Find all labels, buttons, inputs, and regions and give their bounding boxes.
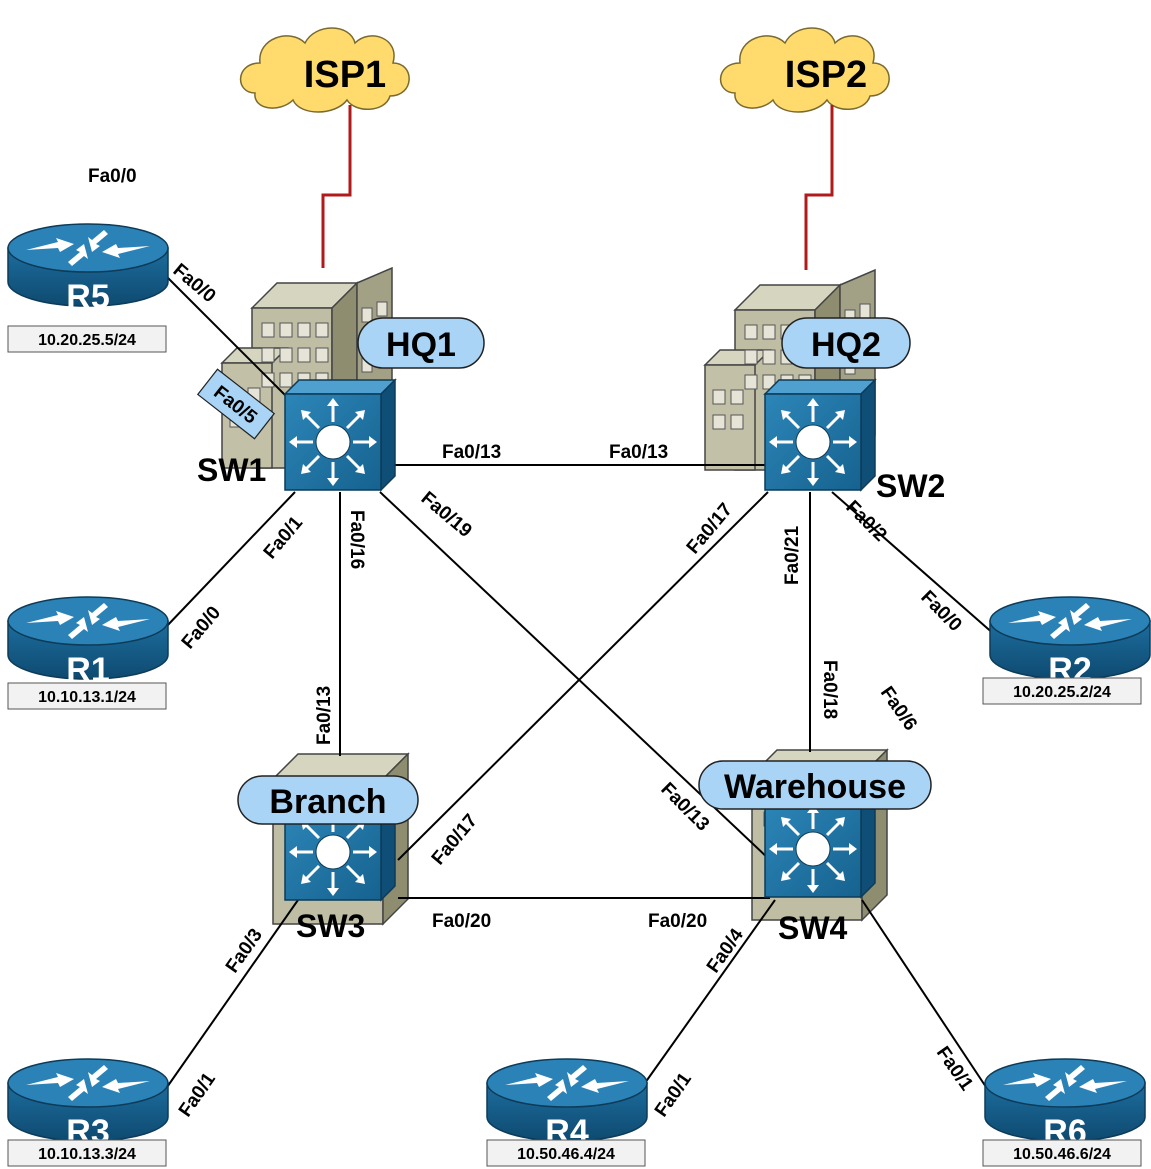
sw3-name: SW3 — [296, 908, 365, 944]
r6-ip-box: 10.50.46.6/24 — [982, 1139, 1142, 1167]
r5-fa00-link-label: Fa0/0 — [169, 260, 220, 307]
r1-fa00-label: Fa0/0 — [178, 602, 225, 653]
sw2-fa021-label: Fa0/21 — [782, 525, 803, 585]
r1-ip: 10.10.13.1/24 — [38, 689, 136, 706]
link-sw1-r1 — [164, 491, 296, 629]
sw3-fa013-label: Fa0/13 — [314, 686, 335, 745]
hq2-site-label: HQ2 — [781, 317, 911, 369]
r4-ip: 10.50.46.4/24 — [517, 1146, 615, 1163]
sw3-fa020-label: Fa0/20 — [432, 911, 491, 932]
sw4-name: SW4 — [778, 910, 848, 946]
sw1-name: SW1 — [197, 452, 266, 488]
r5-ip: 10.20.25.5/24 — [38, 332, 136, 349]
sw1-fa013-label: Fa0/13 — [442, 442, 501, 463]
sw4-fa018-label: Fa0/18 — [819, 660, 840, 719]
isp2-wan-link — [804, 105, 834, 270]
r5-fa00-top-label: Fa0/0 — [88, 166, 137, 187]
sw3-fa017-label: Fa0/17 — [428, 810, 482, 869]
sw2-name: SW2 — [876, 468, 945, 504]
sw4-fa04-label: Fa0/4 — [703, 925, 748, 977]
link-sw2-sw3 — [397, 491, 769, 861]
branch-site-label: Branch — [237, 775, 419, 825]
svg-text:HQ1: HQ1 — [386, 326, 456, 364]
sw2-fa02-label: Fa0/2 — [841, 497, 890, 546]
r2-ip: 10.20.25.2/24 — [1013, 684, 1111, 701]
r2-ip-box: 10.20.25.2/24 — [982, 677, 1142, 705]
warehouse-site-label: Warehouse — [698, 760, 932, 810]
link-sw3-r3 — [164, 899, 299, 1091]
r5-ip-box: 10.20.25.5/24 — [7, 325, 167, 353]
link-sw4-r6 — [861, 899, 989, 1091]
sw4-fa020-label: Fa0/20 — [648, 911, 707, 932]
svg-text:Warehouse: Warehouse — [724, 768, 906, 806]
r6-fa01-label: Fa0/1 — [932, 1043, 977, 1095]
isp1-label: ISP1 — [304, 54, 386, 96]
svg-text:Branch: Branch — [269, 783, 386, 821]
r3-fa01-label: Fa0/1 — [175, 1069, 220, 1121]
sw2-switch-icon — [763, 378, 877, 492]
sw4-fa06-label-visible: Fa0/6 — [876, 683, 921, 735]
link-sw4-r4 — [639, 899, 776, 1091]
sw1-fa01-label: Fa0/1 — [260, 512, 308, 563]
isp2-label: ISP2 — [785, 54, 867, 96]
link-r5-sw1 — [159, 269, 291, 401]
sw1-switch-icon — [283, 378, 397, 492]
hq1-site-label: HQ1 — [357, 317, 485, 369]
r1-ip-box: 10.10.13.1/24 — [7, 682, 167, 710]
sw2-fa013-label: Fa0/13 — [609, 442, 668, 463]
r4-ip-box: 10.50.46.4/24 — [486, 1139, 646, 1167]
r4-fa01-label: Fa0/1 — [651, 1069, 696, 1121]
r3-ip: 10.10.13.3/24 — [38, 1146, 136, 1163]
link-sw2-r2 — [831, 491, 996, 636]
r6-ip: 10.50.46.6/24 — [1013, 1146, 1111, 1163]
r2-fa00-label: Fa0/0 — [916, 587, 965, 636]
r5-name: R5 — [66, 278, 109, 316]
r3-ip-box: 10.10.13.3/24 — [7, 1139, 167, 1167]
sw3-fa03-label: Fa0/3 — [222, 925, 267, 977]
sw1-fa016-label: Fa0/16 — [346, 510, 367, 569]
svg-text:HQ2: HQ2 — [811, 326, 881, 364]
isp1-wan-link — [321, 105, 352, 268]
